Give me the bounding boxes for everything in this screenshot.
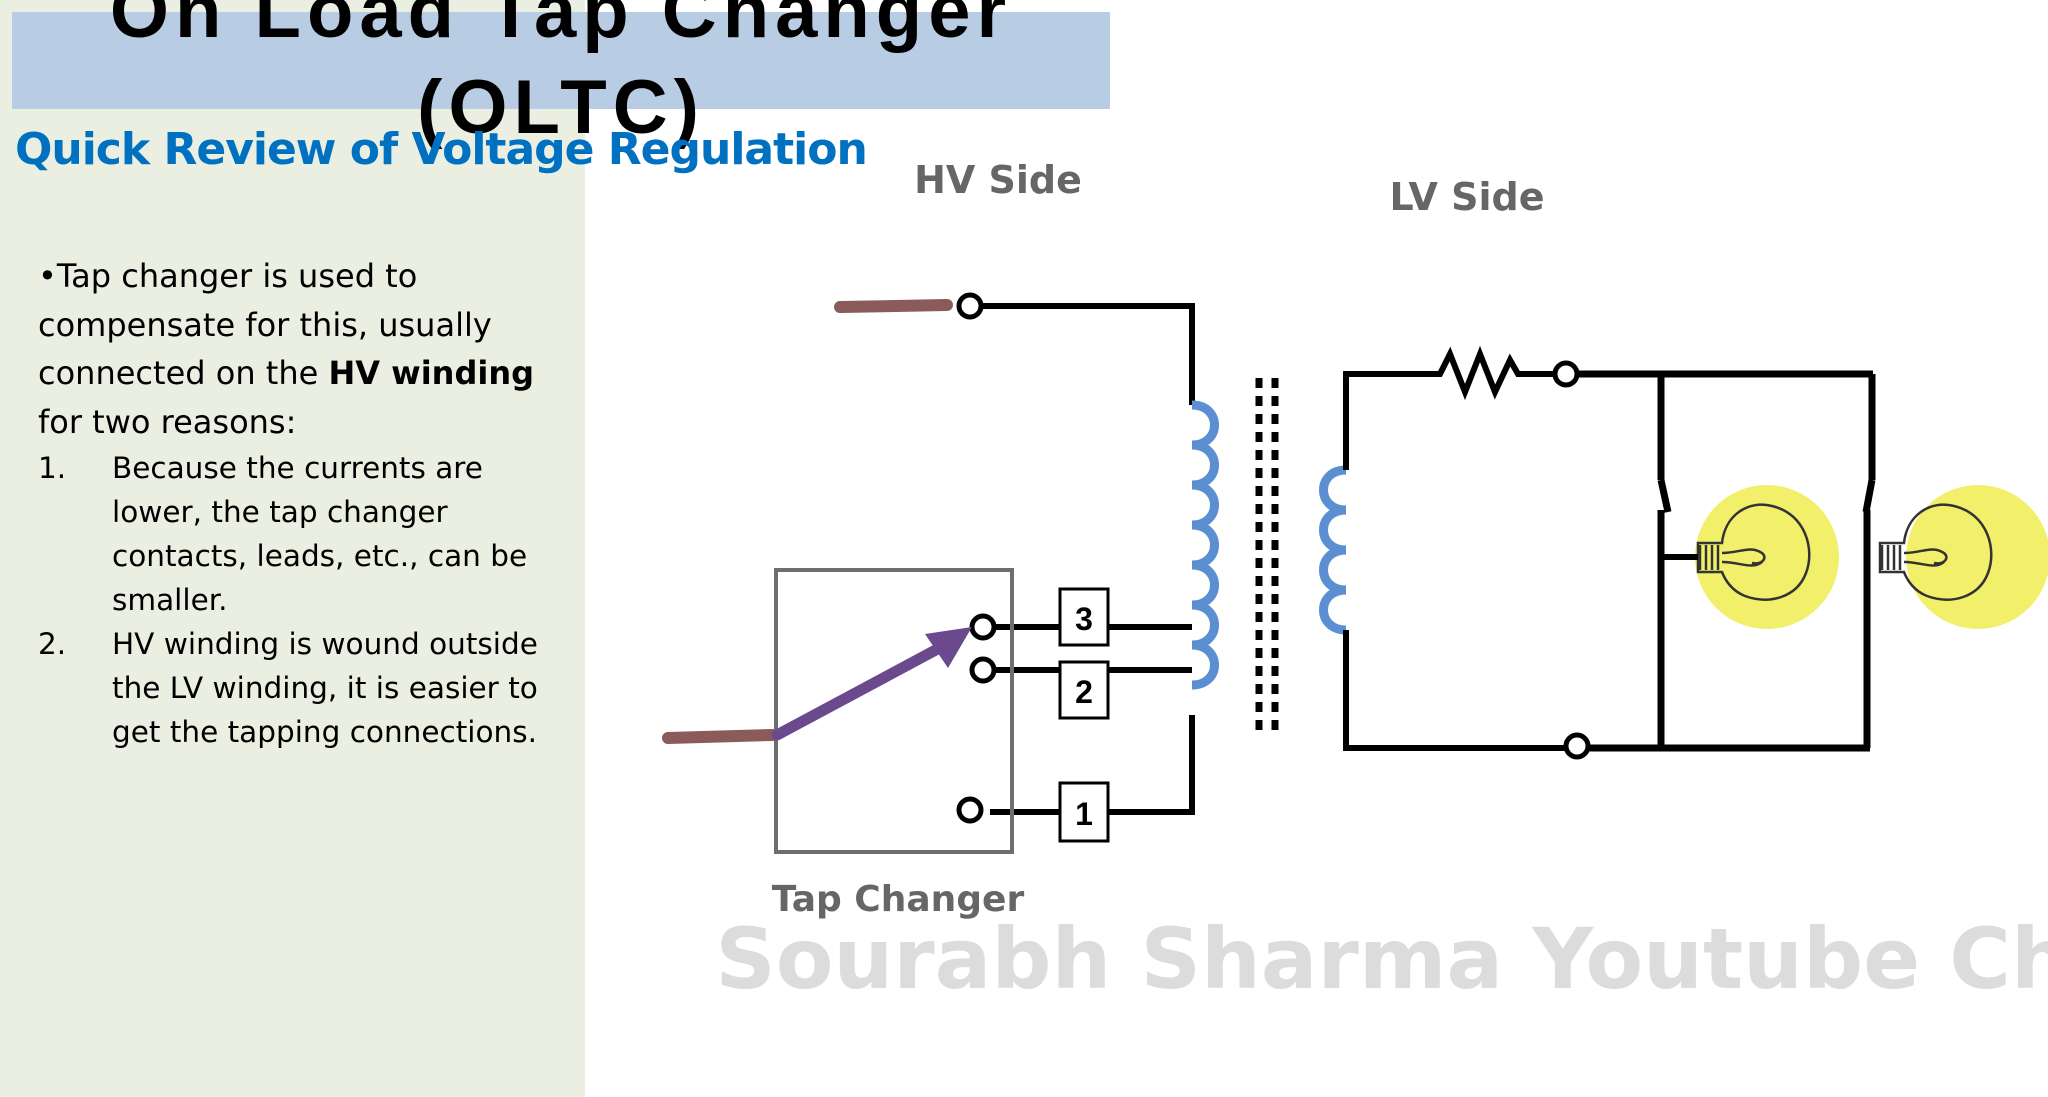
tap-1-number: 1 xyxy=(1075,796,1093,832)
lv-top-terminal xyxy=(1552,360,1580,388)
list-item: 2. HV winding is wound outside the LV wi… xyxy=(38,622,558,754)
tap-2-box xyxy=(1058,660,1110,720)
bulb-1-glow xyxy=(1695,485,1839,629)
bulb-2-glow xyxy=(1906,485,2048,629)
switch-2-icon xyxy=(1862,479,1876,513)
list-item-text: HV winding is wound outside the LV windi… xyxy=(112,627,538,749)
reasons-list: 1. Because the currents are lower, the t… xyxy=(38,446,558,754)
hv-bottom-wire xyxy=(1070,715,1195,815)
lv-side-label: LV Side xyxy=(1390,175,1545,219)
lv-coil xyxy=(1319,465,1347,635)
hv-side-label: HV Side xyxy=(914,158,1082,202)
section-subtitle: Quick Review of Voltage Regulation xyxy=(15,124,868,175)
title-band xyxy=(12,12,1110,109)
intro-bold-hv-winding: HV winding xyxy=(328,354,535,392)
lv-top-wire xyxy=(1343,371,1430,470)
switch-1-icon xyxy=(1657,479,1672,513)
bulb-2-icon xyxy=(1878,503,1993,601)
tap-changer-box xyxy=(774,568,1014,854)
lv-bottom-wire xyxy=(1343,630,1565,751)
hv-top-wire xyxy=(981,303,1195,405)
list-item-text: Because the currents are lower, the tap … xyxy=(112,451,528,617)
page-title: On Load Tap Changer (OLTC) xyxy=(109,0,1013,150)
list-item: 1. Because the currents are lower, the t… xyxy=(38,446,558,622)
left-text-panel xyxy=(0,0,585,1097)
bullet-marker: • xyxy=(38,257,57,295)
tap-2-contact xyxy=(969,656,997,684)
list-item-number: 2. xyxy=(38,627,67,661)
list-item-number: 1. xyxy=(38,451,67,485)
tap-1-box xyxy=(1058,781,1110,843)
intro-paragraph: •Tap changer is used to compensate for t… xyxy=(38,252,558,446)
lv-bottom-terminal xyxy=(1563,732,1591,760)
selector-arm xyxy=(771,639,951,741)
tap-3-contact xyxy=(969,613,997,641)
tap-1-contact xyxy=(956,796,984,824)
hv-terminal xyxy=(956,292,984,320)
tap-changer-label: Tap Changer xyxy=(772,879,1025,920)
tap-3-box xyxy=(1058,587,1110,647)
selector-arrowhead-icon xyxy=(925,627,972,668)
channel-watermark: Sourabh Sharma Youtube Channel xyxy=(715,910,2048,1008)
hv-coil xyxy=(1191,400,1219,690)
resistor-icon xyxy=(1430,345,1560,401)
tap-3-number: 3 xyxy=(1075,601,1093,637)
hv-input-lead xyxy=(834,299,953,313)
intro-text-before: Tap changer is used to compensate for th… xyxy=(38,257,492,392)
tap-2-number: 2 xyxy=(1075,674,1093,710)
selector-input-lead xyxy=(662,729,778,744)
intro-text-after: for two reasons: xyxy=(38,402,297,441)
bulb-1-icon xyxy=(1696,503,1811,601)
